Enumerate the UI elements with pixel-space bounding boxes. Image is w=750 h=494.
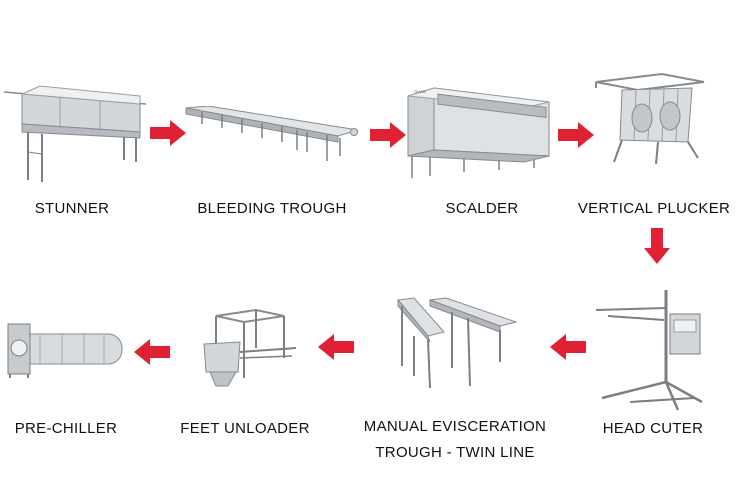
label-stunner: STUNNER [34, 200, 110, 217]
label-manual-evisceration-line2: TROUGH - TWIN LINE [375, 444, 535, 461]
pre-chiller-image [4, 318, 126, 380]
manual-evisceration-image [392, 296, 520, 392]
label-scalder: SCALDER [445, 200, 519, 217]
arrow-bleeding-trough-to-scalder [370, 122, 406, 148]
feet-unloader-image [196, 308, 298, 390]
label-head-cuter: HEAD CUTER [602, 420, 704, 437]
scalder-image: GUAN [404, 82, 554, 187]
label-vertical-plucker: VERTICAL PLUCKER [577, 200, 731, 217]
label-feet-unloader: FEET UNLOADER [180, 420, 310, 437]
arrow-manual-evisceration-to-feet-unloader [318, 334, 354, 360]
arrow-vertical-plucker-to-head-cuter [644, 228, 670, 264]
bleeding-trough-image [182, 106, 362, 168]
label-manual-evisceration-line1: MANUAL EVISCERATION [363, 418, 547, 435]
arrow-feet-unloader-to-pre-chiller [134, 339, 170, 365]
label-manual-evisceration: MANUAL EVISCERATION TROUGH - TWIN LINE [364, 414, 546, 466]
head-cuter-image [594, 286, 708, 412]
arrow-scalder-to-vertical-plucker [558, 122, 594, 148]
svg-text:GUAN: GUAN [414, 89, 426, 94]
label-bleeding-trough: BLEEDING TROUGH [197, 200, 347, 217]
arrow-stunner-to-bleeding-trough [150, 120, 186, 146]
vertical-plucker-image [592, 72, 712, 167]
arrow-head-cuter-to-manual-evisceration [550, 334, 586, 360]
stunner-machine-image [0, 82, 150, 187]
label-pre-chiller: PRE-CHILLER [14, 420, 118, 437]
